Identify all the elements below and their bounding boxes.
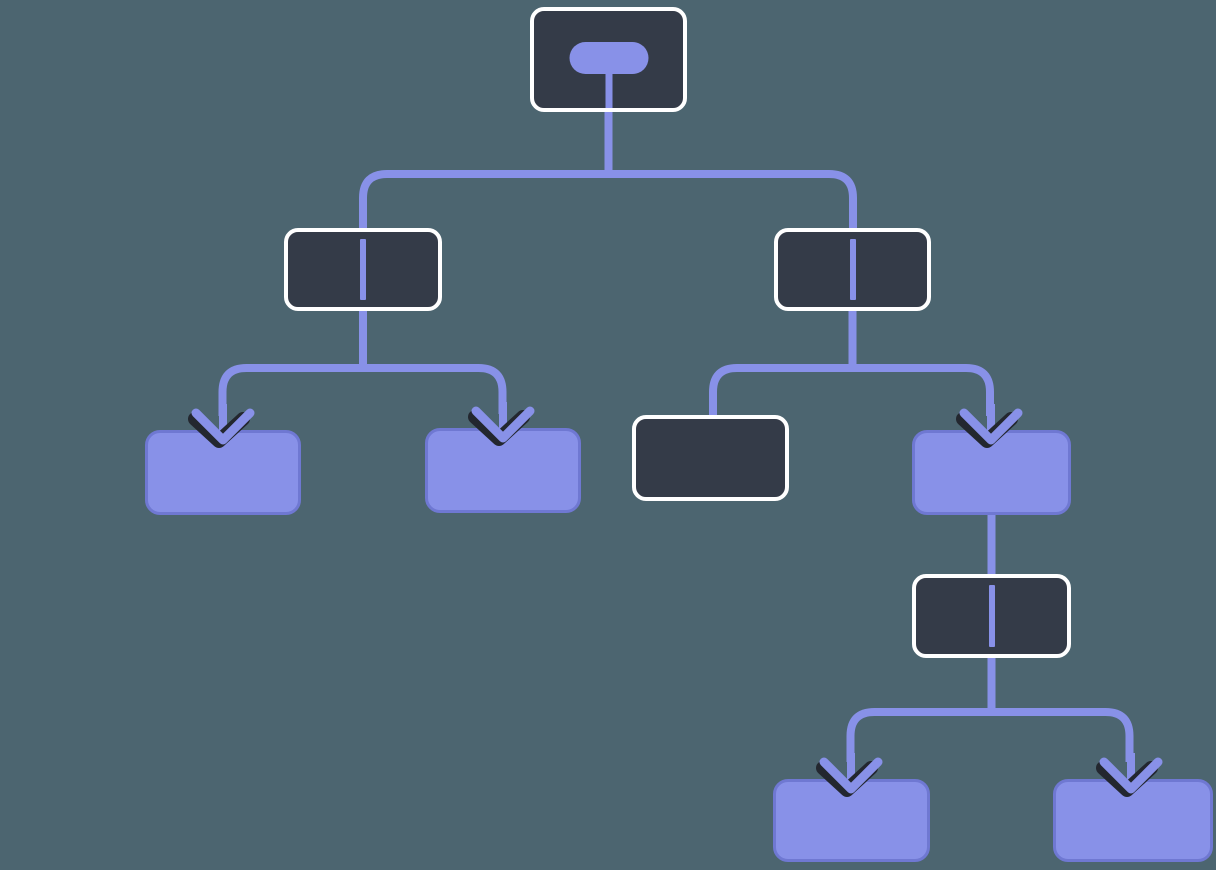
node-node-mid[interactable] (912, 430, 1071, 515)
connector-edge-split-left-leaves-1-2 (218, 364, 507, 416)
node-leaf-2[interactable] (425, 428, 581, 513)
node-node-plain[interactable] (632, 415, 789, 501)
node-leaf-4[interactable] (1053, 779, 1213, 862)
node-branch-left[interactable] (284, 228, 442, 311)
root-pill-icon (569, 42, 648, 74)
vertical-divider-icon (988, 585, 995, 647)
vertical-divider-icon (360, 239, 366, 300)
node-leaf-1[interactable] (145, 430, 301, 515)
connector-edge-split-right-plain-and-mid (709, 364, 994, 416)
vertical-divider-icon (849, 239, 856, 300)
node-root[interactable] (530, 7, 687, 112)
root-pill-stem-icon (605, 73, 612, 108)
connector-edge-split-top-branches (359, 170, 857, 230)
node-branch-right[interactable] (774, 228, 931, 311)
connector-edge-split-bottom-leaves-3-4 (846, 708, 1134, 762)
node-branch-chain[interactable] (912, 574, 1071, 658)
node-leaf-3[interactable] (773, 779, 930, 862)
